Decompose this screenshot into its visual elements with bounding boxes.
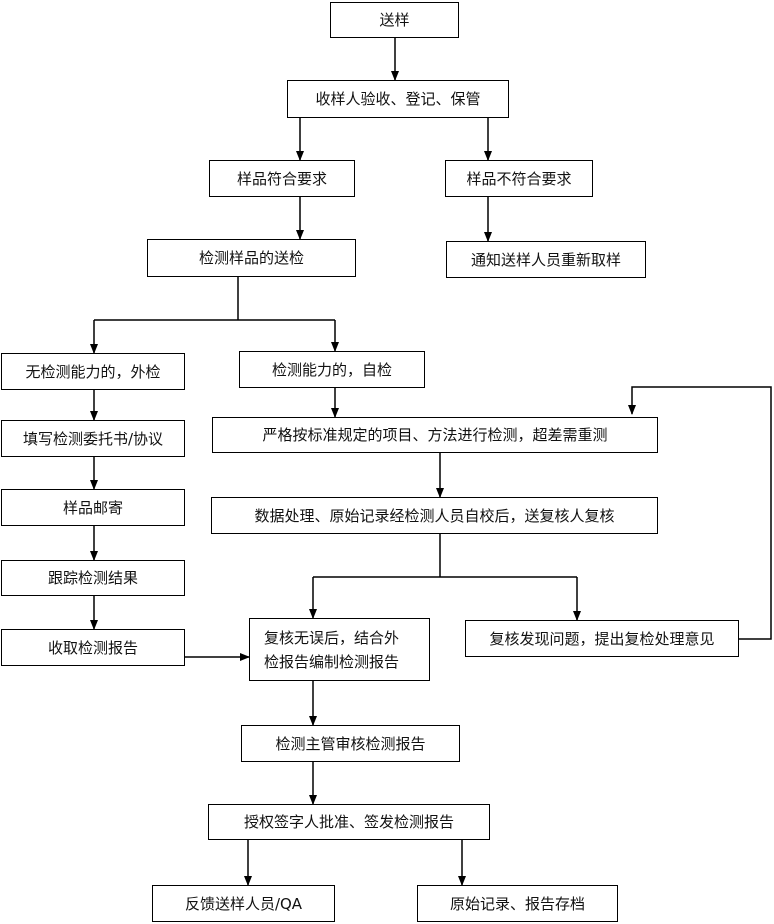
node-self-inspect: 检测能力的，自检 bbox=[239, 351, 425, 388]
node-supervisor-review: 检测主管审核检测报告 bbox=[241, 725, 460, 762]
node-review-ok: 复核无误后，结合外 检报告编制检测报告 bbox=[249, 618, 430, 681]
node-collect-report: 收取检测报告 bbox=[1, 629, 185, 666]
node-archive: 原始记录、报告存档 bbox=[417, 885, 618, 922]
node-track-result: 跟踪检测结果 bbox=[1, 560, 185, 596]
node-mail-sample: 样品邮寄 bbox=[1, 489, 185, 526]
node-review-issue: 复核发现问题，提出复检处理意见 bbox=[465, 620, 739, 657]
node-authorize-sign: 授权签字人批准、签发检测报告 bbox=[208, 804, 490, 840]
node-feedback: 反馈送样人员/QA bbox=[152, 885, 335, 922]
node-sample-ok: 样品符合要求 bbox=[209, 160, 355, 197]
node-receive: 收样人验收、登记、保管 bbox=[287, 80, 509, 118]
node-data-process: 数据处理、原始记录经检测人员自校后，送复核人复核 bbox=[211, 497, 658, 534]
node-outsource: 无检测能力的，外检 bbox=[1, 353, 185, 390]
node-review-ok-line1: 复核无误后，结合外 bbox=[264, 628, 400, 647]
node-sample-not-ok: 样品不符合要求 bbox=[445, 160, 593, 197]
node-notify-resample: 通知送样人员重新取样 bbox=[446, 241, 646, 278]
arrow-loop-back bbox=[628, 386, 772, 640]
node-send-sample: 送样 bbox=[330, 2, 459, 38]
node-review-ok-line2: 检报告编制检测报告 bbox=[264, 652, 400, 671]
node-strict-test: 严格按标准规定的项目、方法进行检测，超差需重测 bbox=[212, 417, 658, 453]
node-fill-contract: 填写检测委托书/协议 bbox=[1, 420, 185, 457]
node-send-inspect: 检测样品的送检 bbox=[147, 239, 356, 277]
